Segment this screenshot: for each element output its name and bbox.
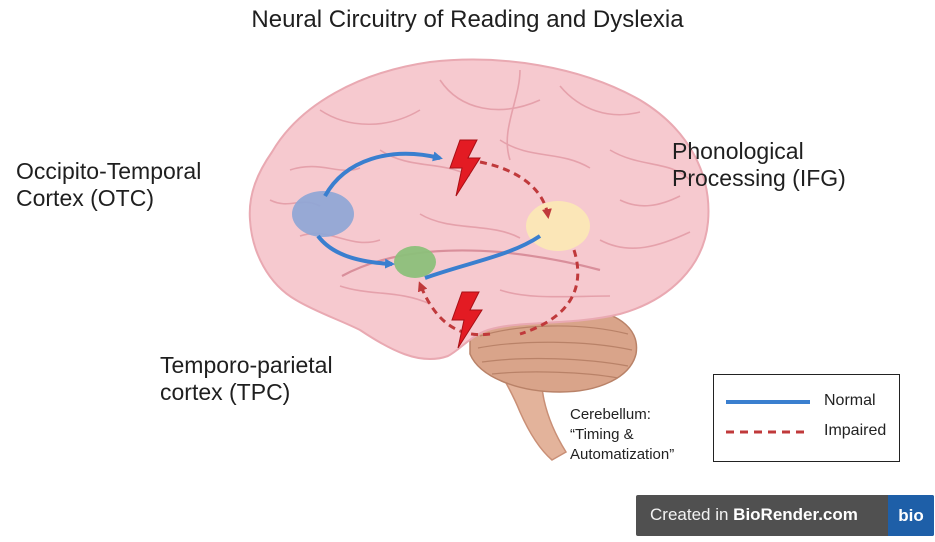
- badge-brand: BioRender.com: [733, 505, 858, 524]
- ifg-region: [526, 201, 590, 251]
- gyri-lines: [269, 69, 691, 305]
- legend: Normal Impaired: [713, 374, 900, 462]
- ifg-label-line-2: Processing (IFG): [672, 165, 846, 192]
- lightning-upper: [449, 139, 481, 197]
- cerebellum-label-line-1: Cerebellum:: [570, 406, 651, 423]
- tpc-label: Temporo-parietal cortex (TPC): [160, 352, 333, 406]
- normal-path-otc-to-frontal: [323, 151, 443, 197]
- biorender-logo-icon: bio: [888, 495, 934, 536]
- otc-label: Occipito-Temporal Cortex (OTC): [16, 158, 201, 212]
- legend-item-impaired: Impaired: [726, 422, 896, 442]
- biorender-badge[interactable]: Created in BioRender.com bio: [636, 495, 934, 536]
- diagram-title: Neural Circuitry of Reading and Dyslexia: [251, 6, 684, 33]
- impaired-line-swatch: [726, 430, 810, 434]
- cerebellum-label: Cerebellum: “Timing & Automatization”: [570, 405, 674, 464]
- badge-text: Created in BioRender.com: [650, 505, 858, 525]
- otc-region: [292, 191, 354, 237]
- cerebellum-label-line-3: Automatization”: [570, 445, 675, 463]
- normal-line-swatch: [726, 400, 810, 404]
- cerebellum-label-line-2: “Timing &: [570, 425, 634, 443]
- tpc-label-line-2: cortex (TPC): [160, 379, 291, 406]
- impaired-path-cerebellum-to-tpc: [417, 281, 491, 337]
- legend-normal-label: Normal: [824, 392, 876, 409]
- tpc-label-line-1: Temporo-parietal: [160, 352, 333, 378]
- otc-label-line-1: Occipito-Temporal: [16, 158, 202, 184]
- normal-path-otc-to-tpc: [316, 234, 395, 269]
- cerebrum: [248, 58, 710, 361]
- lightning-lower: [451, 291, 483, 349]
- badge-prefix: Created in: [650, 505, 734, 524]
- otc-label-line-2: Cortex (OTC): [16, 185, 154, 212]
- ifg-label: Phonological Processing (IFG): [672, 138, 846, 192]
- impaired-path-frontal-to-ifg: [479, 160, 552, 219]
- normal-path-tpc-to-ifg: [424, 234, 542, 280]
- ifg-label-line-1: Phonological: [672, 138, 804, 164]
- legend-item-normal: Normal: [726, 392, 896, 412]
- cerebellum-folia: [477, 325, 633, 379]
- impaired-path-ifg-to-cerebellum: [519, 249, 580, 336]
- tpc-region: [394, 246, 436, 278]
- legend-impaired-label: Impaired: [824, 422, 887, 439]
